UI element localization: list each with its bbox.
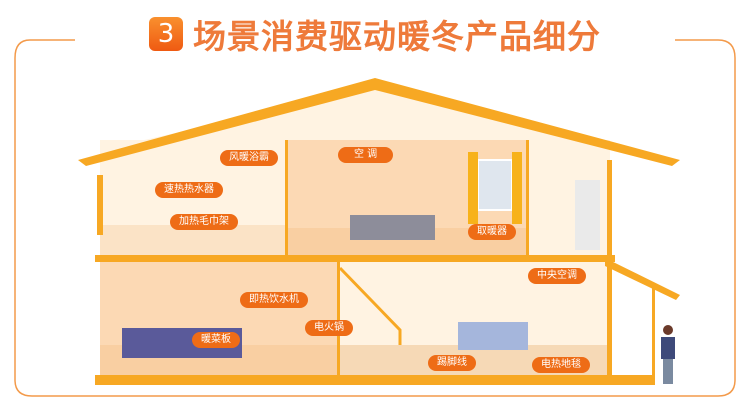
attic [100, 88, 610, 150]
porch-post [652, 285, 655, 375]
label-water-heater: 速热热水器 [155, 182, 223, 198]
label-air-conditioner: 空 调 [338, 147, 394, 163]
curtain-right [512, 152, 522, 224]
wall-left [97, 175, 103, 235]
label-water-dispenser: 即热饮水机 [240, 292, 308, 308]
ground [95, 375, 655, 385]
porch-roof [605, 258, 680, 300]
wall-divider [337, 262, 340, 375]
washer [575, 180, 600, 250]
wall-divider [285, 140, 288, 255]
frame-border [14, 39, 736, 397]
bed [350, 215, 435, 240]
window [477, 159, 513, 211]
sofa [458, 322, 528, 350]
stairs [338, 266, 402, 345]
curtain-left [468, 152, 478, 224]
label-heater: 取暖器 [468, 224, 516, 240]
page-title: 3 场景消费驱动暖冬产品细分 [0, 10, 750, 58]
label-electric-blanket: 电热地毯 [532, 357, 590, 373]
wall-divider [526, 140, 529, 255]
label-central-ac: 中央空调 [528, 268, 586, 284]
floor-slab [95, 255, 615, 262]
label-bath-heater: 风暖浴霸 [220, 150, 278, 166]
label-baseboard-heater: 踢脚线 [428, 355, 476, 371]
label-hot-pot: 电火锅 [305, 320, 353, 336]
title-text: 场景消费驱动暖冬产品细分 [193, 17, 601, 56]
bathroom-floor [100, 225, 285, 255]
label-warming-board: 暖菜板 [192, 332, 240, 348]
person-icon [661, 325, 675, 384]
section-number-badge: 3 [149, 17, 183, 51]
label-towel-rack: 加热毛巾架 [170, 214, 238, 230]
